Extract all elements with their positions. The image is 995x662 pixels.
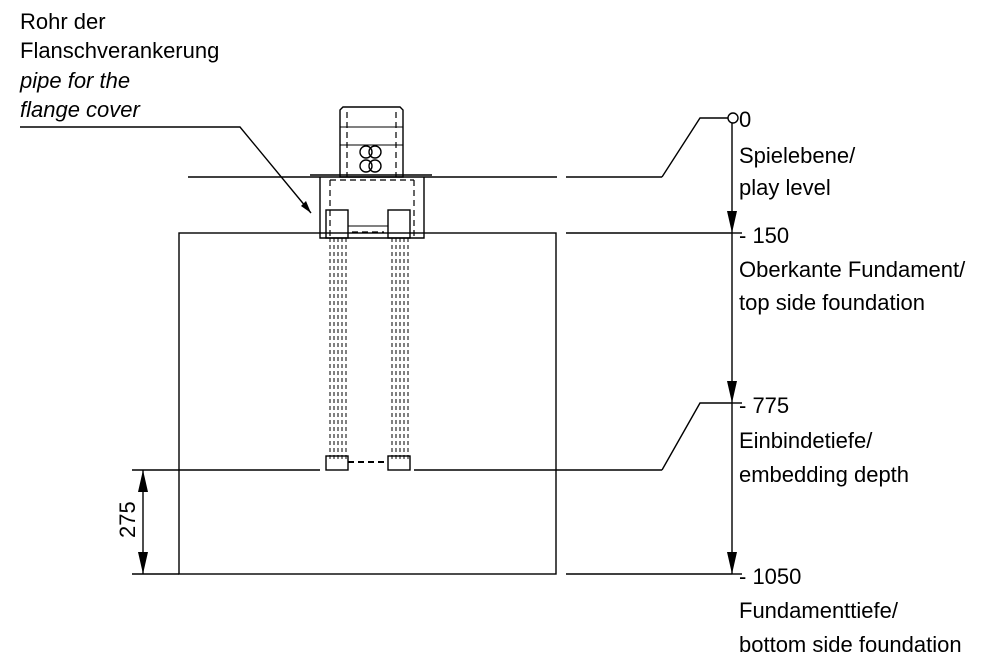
level-150-value: - 150 [739, 223, 789, 248]
level-775-value: - 775 [739, 393, 789, 418]
level-0-en: play level [739, 175, 831, 200]
level-1050-de: Fundamenttiefe/ [739, 598, 899, 623]
level-775-en: embedding depth [739, 462, 909, 487]
post [339, 106, 404, 178]
embedding-leader [661, 402, 732, 471]
level-1050-label: - 1050 Fundamenttiefe/ bottom side found… [739, 564, 962, 657]
level-0-de: Spielebene/ [739, 143, 856, 168]
fitting-icon [359, 145, 373, 159]
pipe-leader-line [20, 126, 312, 214]
pipe-label: Rohr der Flanschverankerung pipe for the… [19, 9, 219, 122]
level-1050-en: bottom side foundation [739, 632, 962, 657]
pipe-leader-arrowhead [301, 201, 311, 213]
level-0-label: 0 Spielebene/ play level [739, 107, 856, 200]
pipe-label-line3: pipe for the [19, 68, 130, 93]
level-775-de: Einbindetiefe/ [739, 428, 873, 453]
level-775-label: - 775 Einbindetiefe/ embedding depth [739, 393, 909, 487]
play-level-leader [661, 117, 728, 178]
post-body [339, 106, 404, 178]
flange-nut-right [387, 209, 411, 239]
flange-nut-left [325, 209, 349, 239]
flange-pipe [319, 177, 425, 239]
bolt-end-left [325, 455, 349, 471]
bolt-end-right [387, 455, 411, 471]
level-1050-value: - 1050 [739, 564, 801, 589]
pipe-label-line2: Flanschverankerung [20, 38, 219, 63]
level-zero-marker [727, 112, 739, 124]
foundation-block [178, 232, 557, 575]
anchor-bolts [325, 238, 411, 471]
pipe-label-line4: flange cover [20, 97, 142, 122]
level-0-value: 0 [739, 107, 751, 132]
level-150-label: - 150 Oberkante Fundament/ top side foun… [739, 223, 966, 315]
flange-cover [310, 174, 432, 239]
level-150-en: top side foundation [739, 290, 925, 315]
pipe-label-line1: Rohr der [20, 9, 106, 34]
dimension-275-label: 275 [115, 501, 140, 538]
level-150-de: Oberkante Fundament/ [739, 257, 966, 282]
